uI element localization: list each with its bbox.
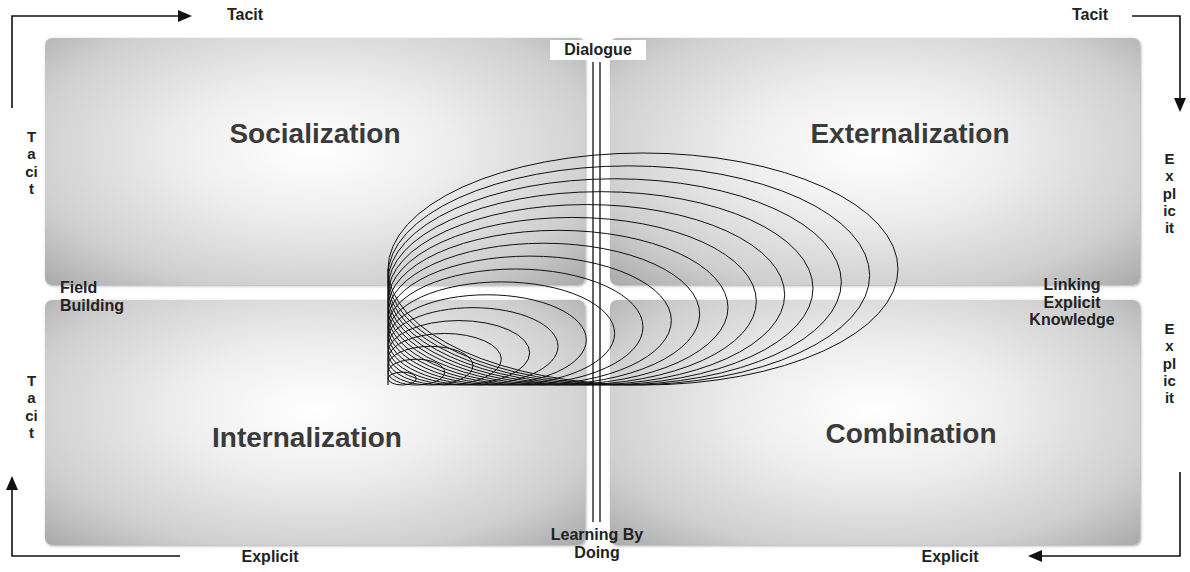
flow-label: Tacit bbox=[1050, 6, 1130, 24]
axis-label: Explicit bbox=[1162, 150, 1177, 236]
flow-arrow bbox=[12, 488, 180, 556]
spiral-ring bbox=[388, 282, 615, 385]
arrow-head bbox=[1028, 550, 1042, 562]
center-axis bbox=[599, 62, 600, 522]
flow-label: Learning By Doing bbox=[547, 526, 647, 561]
flow-label: Explicit bbox=[215, 548, 325, 566]
quadrant-box: Internalization bbox=[45, 300, 585, 545]
spiral-ring bbox=[388, 359, 445, 385]
quadrant-title: Internalization bbox=[212, 422, 402, 454]
arrow-head bbox=[6, 476, 18, 490]
center-axis bbox=[592, 62, 593, 522]
knowledge-spiral bbox=[388, 153, 898, 385]
spiral-ring bbox=[388, 321, 530, 385]
spiral-ring bbox=[388, 346, 473, 385]
axis-label: Tacit bbox=[24, 128, 39, 197]
flow-label: Linking Explicit Knowledge bbox=[1020, 276, 1124, 329]
spiral-ring bbox=[388, 166, 870, 385]
spiral-ring bbox=[388, 269, 643, 385]
spiral-ring bbox=[388, 217, 756, 385]
quadrant-box: Socialization bbox=[45, 38, 585, 285]
flow-label: Tacit bbox=[205, 6, 285, 24]
flow-label: Explicit bbox=[895, 548, 1005, 566]
quadrant-title: Socialization bbox=[229, 118, 400, 150]
flow-label: Dialogue bbox=[550, 40, 646, 60]
quadrant-box: Externalization bbox=[610, 38, 1140, 285]
spiral-ring bbox=[388, 333, 501, 385]
flow-label: Field Building bbox=[60, 279, 150, 314]
spiral-ring bbox=[388, 230, 728, 385]
axis-label: Explicit bbox=[1162, 320, 1177, 406]
arrow-head bbox=[1174, 98, 1186, 112]
spiral-ring bbox=[388, 256, 671, 385]
axis-label: Tacit bbox=[24, 372, 39, 441]
spiral-ring bbox=[388, 295, 586, 385]
spiral-ring bbox=[388, 205, 785, 385]
flow-arrow bbox=[1040, 472, 1180, 556]
spiral-ring bbox=[388, 153, 898, 385]
spiral-edge bbox=[387, 269, 388, 385]
spiral-ring bbox=[388, 372, 416, 385]
spiral-ring bbox=[388, 179, 841, 385]
flow-arrow bbox=[1132, 16, 1180, 100]
quadrant-title: Combination bbox=[825, 418, 996, 450]
flow-arrow bbox=[12, 16, 180, 108]
arrow-head bbox=[178, 10, 192, 22]
spiral-ring bbox=[388, 308, 558, 385]
spiral-ring bbox=[388, 243, 700, 385]
quadrant-box: Combination bbox=[610, 300, 1140, 545]
quadrant-title: Externalization bbox=[810, 118, 1009, 150]
